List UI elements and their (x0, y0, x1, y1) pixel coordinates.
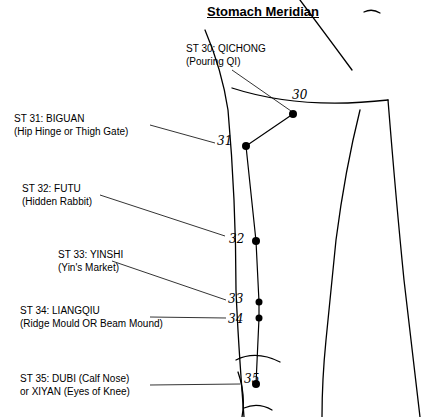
point-label: ST 32: FUTU (22, 183, 81, 195)
callout-number: 30 (292, 88, 307, 102)
point-label: ST 31: BIGUAN (14, 113, 84, 125)
point-label: ST 35: DUBI (Calf Nose) (20, 373, 129, 385)
point-label: ST 33: YINSHI (58, 249, 123, 261)
point-label: ST 34: LIANGQIU (20, 305, 100, 317)
point-gloss: or XIYAN (Eyes of Knee) (20, 386, 130, 398)
point-gloss: (Hip Hinge or Thigh Gate) (14, 126, 128, 138)
point-label: ST 30: QICHONG (186, 43, 266, 55)
point-gloss: (Ridge Mould OR Beam Mound) (20, 318, 163, 330)
point-gloss: (Hidden Rabbit) (22, 196, 92, 208)
point-gloss: (Yin's Market) (58, 262, 119, 274)
callout-number: 31 (217, 134, 232, 148)
point-gloss: (Pouring QI) (186, 56, 240, 68)
callout-number: 35 (244, 372, 259, 386)
callout-number: 32 (229, 232, 244, 246)
callout-number: 33 (228, 292, 243, 306)
diagram-title: Stomach Meridian (207, 4, 319, 19)
callout-number: 34 (228, 312, 243, 326)
